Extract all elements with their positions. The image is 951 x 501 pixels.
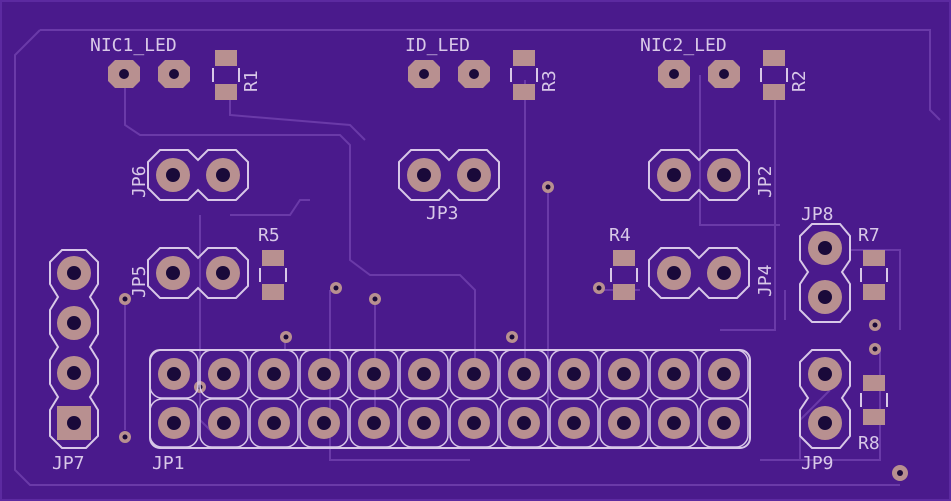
led-header-nic2 [658, 60, 740, 88]
jp1-pin [149, 349, 199, 399]
led-header-id [408, 60, 490, 88]
label-r8: R8 [858, 433, 880, 454]
led-header-nic1 [108, 60, 190, 88]
jp1-pin [199, 349, 249, 399]
jp1-pin [449, 349, 499, 399]
resistor-r4 [610, 250, 638, 300]
via [593, 282, 605, 294]
header-jp7 [49, 249, 99, 449]
via [869, 319, 881, 331]
label-jp4: JP4 [755, 264, 776, 297]
jumper-jp9 [799, 349, 851, 449]
label-nic1-led: NIC1_LED [90, 35, 177, 56]
resistor-r3 [510, 50, 538, 100]
via [892, 465, 908, 481]
jp1-pin [499, 398, 549, 448]
header-jp1 [149, 349, 751, 449]
jumper-jp2 [648, 149, 750, 201]
jp1-pin [699, 349, 749, 399]
jumper-jp4 [648, 247, 750, 299]
jumper-jp3 [398, 149, 500, 201]
jp1-pin [249, 349, 299, 399]
jp1-pin [549, 349, 599, 399]
label-jp6: JP6 [129, 165, 150, 198]
jp1-pin [299, 398, 349, 448]
label-r3: R3 [539, 70, 560, 92]
jp1-pin [399, 349, 449, 399]
via [280, 331, 292, 343]
label-jp5: JP5 [129, 265, 150, 298]
via [506, 331, 518, 343]
jp1-pin [349, 398, 399, 448]
label-jp8: JP8 [801, 204, 834, 225]
label-r1: R1 [241, 70, 262, 92]
via [330, 282, 342, 294]
jp1-pin [599, 398, 649, 448]
jp1-pin [349, 349, 399, 399]
jp1-pin [149, 398, 199, 448]
label-r2: R2 [789, 70, 810, 92]
via [869, 343, 881, 355]
label-id-led: ID_LED [405, 35, 470, 56]
label-jp1: JP1 [152, 453, 185, 474]
label-r7: R7 [858, 225, 880, 246]
jp1-pin [199, 398, 249, 448]
jp1-pin [649, 349, 699, 399]
jp1-pin [249, 398, 299, 448]
via [119, 293, 131, 305]
resistor-r5 [259, 250, 287, 300]
jp1-pin [449, 398, 499, 448]
resistor-r1 [212, 50, 240, 100]
resistor-r2 [760, 50, 788, 100]
jp1-pin [599, 349, 649, 399]
label-jp2: JP2 [755, 165, 776, 198]
label-r5: R5 [258, 225, 280, 246]
jumper-jp5 [147, 247, 249, 299]
jp1-pin [649, 398, 699, 448]
via [119, 431, 131, 443]
resistor-r8 [860, 375, 888, 425]
label-jp3: JP3 [426, 203, 459, 224]
jumper-jp8 [799, 223, 851, 323]
via [542, 181, 554, 193]
jp1-pin [499, 349, 549, 399]
label-jp9: JP9 [801, 453, 834, 474]
jp1-pin [699, 398, 749, 448]
label-r4: R4 [609, 225, 631, 246]
label-jp7: JP7 [52, 453, 85, 474]
jp1-pin [549, 398, 599, 448]
via [369, 293, 381, 305]
jp1-pin [399, 398, 449, 448]
label-nic2-led: NIC2_LED [640, 35, 727, 56]
jumper-jp6 [147, 149, 249, 201]
jp1-pin [299, 349, 349, 399]
resistor-r7 [860, 250, 888, 300]
